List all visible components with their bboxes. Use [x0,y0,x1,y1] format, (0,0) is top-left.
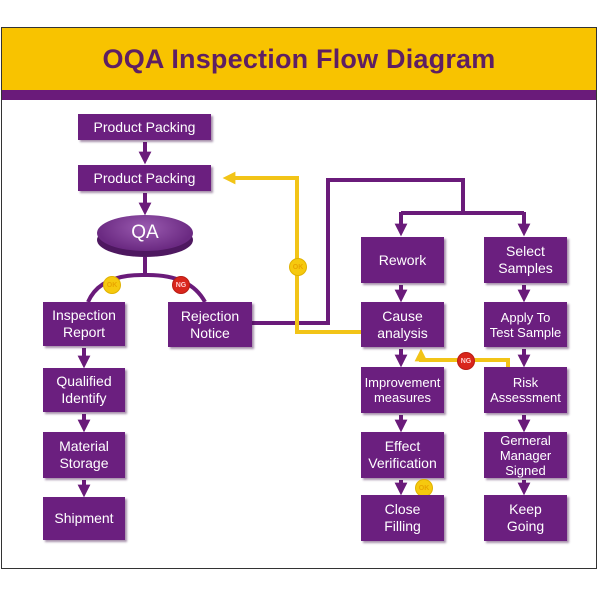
title-banner: OQA Inspection Flow Diagram [2,28,596,90]
node-material-storage[interactable]: Material Storage [43,432,125,478]
edge-qa-arc [86,272,207,304]
node-keep-going[interactable]: Keep Going [484,495,567,541]
node-cause-analysis[interactable]: Cause analysis [361,302,444,347]
node-rework[interactable]: Rework [361,237,444,283]
node-improvement-measures[interactable]: Improvement measures [361,367,444,413]
node-product-packing-1[interactable]: Product Packing [78,114,211,140]
node-general-manager-signed[interactable]: Gerneral Manager Signed [484,432,567,478]
node-rejection-notice[interactable]: Rejection Notice [168,302,252,347]
edge-cause-return-packing [222,171,361,334]
node-shipment[interactable]: Shipment [43,497,125,540]
diagram-title: OQA Inspection Flow Diagram [102,43,496,74]
badge-qa-ok: OK [103,276,121,294]
node-apply-to-test-sample[interactable]: Apply To Test Sample [484,302,567,347]
node-select-samples[interactable]: Select Samples [484,237,567,283]
badge-return-ok: OK [289,258,307,276]
badge-qa-ng: NG [172,276,190,294]
node-inspection-report[interactable]: Inspection Report [43,302,125,346]
qa-disc-top: QA [97,215,193,251]
edge-rejection-branch [252,178,465,325]
node-qualified-identify[interactable]: Qualified Identify [43,368,125,412]
node-qa[interactable]: QA [97,215,193,257]
badge-risk-ng: NG [457,352,475,370]
node-close-filling[interactable]: Close Filling [361,495,444,541]
node-effect-verification[interactable]: Effect Verification [361,432,444,478]
node-risk-assessment[interactable]: Risk Assessment [484,367,567,413]
node-product-packing-2[interactable]: Product Packing [78,165,211,191]
title-underline-band [2,90,596,100]
